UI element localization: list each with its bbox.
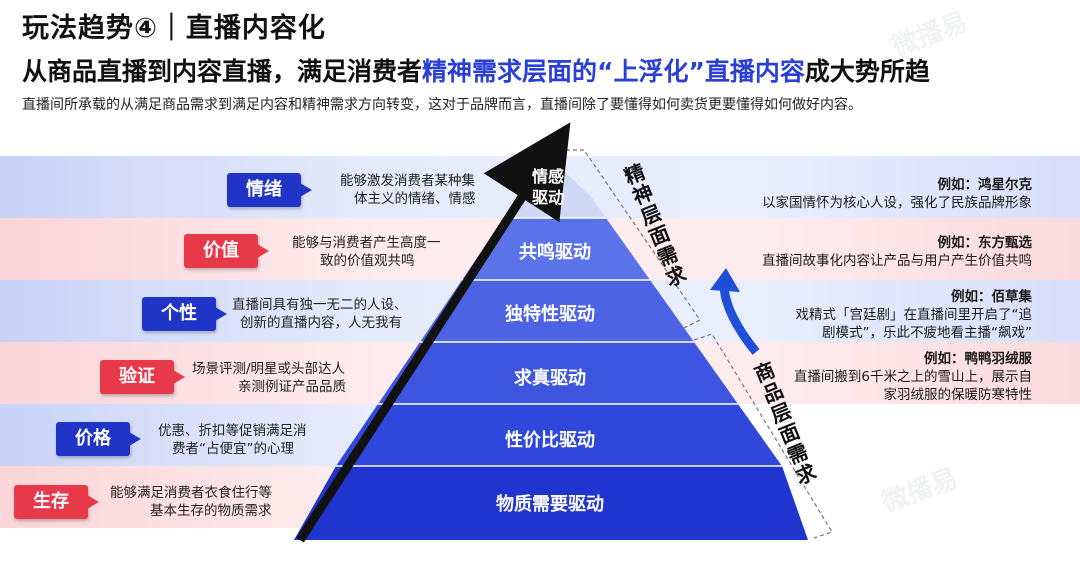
pyramid-tier-6	[294, 466, 808, 540]
desc-personality: 直播间具有独一无二的人设、 创新的直播内容，人无我有	[232, 297, 408, 331]
page-description: 直播间所承载的从满足商品需求到满足内容和精神需求方向转变，这对于品牌而言，直播间…	[22, 97, 862, 113]
example-dongfang: 例如：东方甄选 直播间故事化内容让产品与用户产生价值共鸣	[762, 235, 1032, 269]
subtitle-highlight: 精神需求层面的“上浮化”直播内容	[422, 57, 805, 86]
pyramid-tier-3	[420, 280, 694, 342]
tag-personality: 个性	[142, 297, 227, 331]
tag-verify: 验证	[100, 360, 185, 394]
example-hongxing: 例如：鸿星尔克 以家国情怀为核心人设，强化了民族品牌形象	[762, 177, 1032, 211]
example-yaya: 例如：鸭鸭羽绒服 直播间搬到6千米之上的雪山上，展示自 家羽绒服的保暖防寒特性	[793, 351, 1032, 403]
tag-survival: 生存	[14, 485, 99, 519]
page-subtitle: 从商品直播到内容直播，满足消费者精神需求层面的“上浮化”直播内容成大势所趋	[22, 52, 930, 88]
bracket-commodity	[693, 333, 833, 539]
pyramid-label-3: 独特性驱动	[505, 304, 595, 325]
tag-emotion: 情绪	[227, 173, 312, 207]
pyramid-tier-5	[336, 404, 782, 466]
pyramid-tier-4	[378, 342, 738, 404]
pyramid-label-6: 物质需要驱动	[496, 494, 604, 515]
curved-arrow-head	[710, 268, 740, 292]
pyramid-label-1: 情感 驱动	[531, 167, 564, 207]
page-title: 玩法趋势④｜直播内容化	[22, 13, 326, 44]
desc-value: 能够与消费者产生高度一 致的价值观共鸣	[292, 235, 441, 269]
tag-value: 价值	[184, 234, 269, 268]
bracket-spiritual	[566, 149, 701, 329]
curved-arrow	[719, 283, 760, 355]
upward-arrow	[296, 122, 571, 543]
pyramid-tier-2	[462, 218, 650, 280]
pyramid-label-2: 共鸣驱动	[519, 242, 591, 263]
pyramid-label-5: 性价比驱动	[505, 430, 595, 451]
desc-survival: 能够满足消费者衣食住行等 基本生存的物质需求	[110, 485, 272, 519]
subtitle-prefix: 从商品直播到内容直播，满足消费者	[22, 57, 423, 86]
pyramid-label-4: 求真驱动	[514, 368, 586, 389]
desc-emotion: 能够激发消费者某种集 体主义的情绪、情感	[340, 173, 476, 207]
tag-price: 价格	[56, 422, 141, 456]
subtitle-suffix: 成大势所趋	[804, 57, 930, 86]
desc-price: 优惠、折扣等促销满足消 费者“占便宜”的心理	[158, 423, 307, 457]
example-baicaoji: 例如：佰草集 戏精式「宫廷剧」在直播间里开启了“追 剧模式”，乐此不疲地看主播“…	[795, 289, 1033, 341]
desc-verify: 场景评测/明星或头部达人 亲测例证产品品质	[192, 361, 346, 395]
